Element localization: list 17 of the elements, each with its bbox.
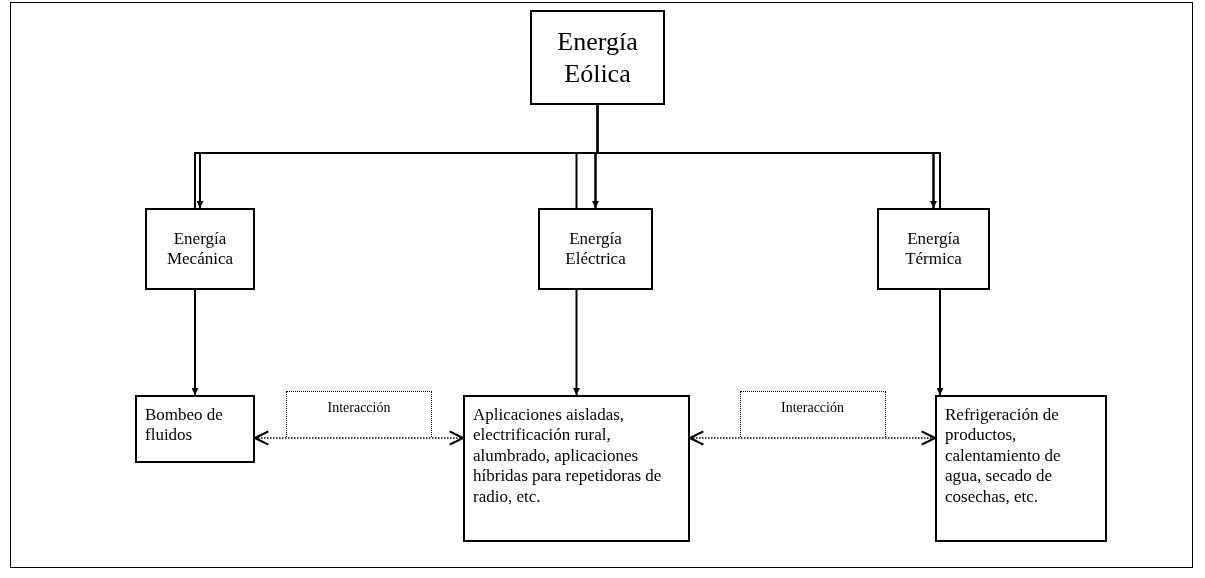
node-text: Energía Eólica xyxy=(556,26,639,89)
root-box xyxy=(530,10,665,105)
node-text: Energía Térmica xyxy=(904,228,963,270)
node-text: Energía Eléctrica xyxy=(564,228,627,270)
process-box xyxy=(877,208,990,290)
arrow xyxy=(596,104,937,209)
process-box xyxy=(463,395,690,542)
edge-label: Interacción xyxy=(739,391,886,437)
process-box xyxy=(145,208,255,290)
edge-label: Interacción xyxy=(286,391,432,437)
node-text: Aplicaciones aisladas, electrificación rural, alumbrado, aplicaciones híbridas para repetidoras de radio, etc. xyxy=(473,405,663,507)
node-text: Refrigeración de productos, calentamiento de agua, secado de cosechas, etc. xyxy=(945,405,1062,507)
process-box xyxy=(935,395,1107,542)
node-text: Bombeo de fluidos xyxy=(145,405,224,446)
process-box xyxy=(135,395,255,463)
node-text: Energía Mecánica xyxy=(165,228,235,270)
process-box xyxy=(538,208,653,290)
